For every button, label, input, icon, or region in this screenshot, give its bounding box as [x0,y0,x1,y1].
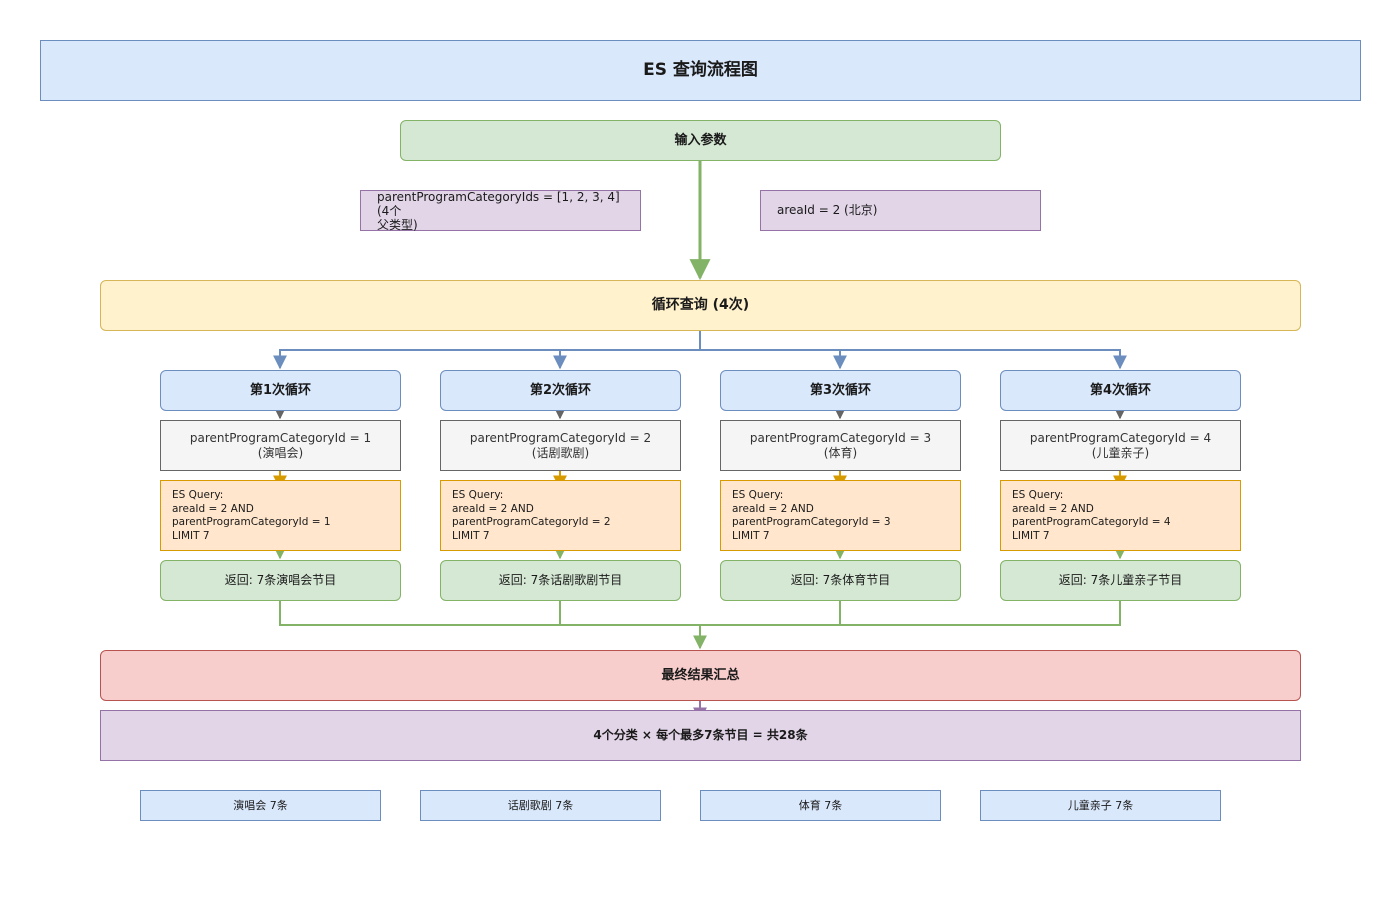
iteration-3-result: 返回: 7条体育节目 [720,560,961,601]
iteration-2-result: 返回: 7条话剧歌剧节目 [440,560,681,601]
result-merge-connectors [279,600,1121,650]
iteration-2-es-query: ES Query: areaId = 2 AND parentProgramCa… [440,480,681,551]
iteration-to-param-arrows [273,405,1127,420]
query-to-result-arrows [273,540,1127,560]
param-category-ids: parentProgramCategoryIds = [1, 2, 3, 4] … [360,190,641,232]
category-chip-concert: 演唱会 7条 [140,790,381,821]
category-chip-kids: 儿童亲子 7条 [980,790,1221,821]
iteration-3-node: 第3次循环 [720,370,961,411]
param-to-query-arrows [273,460,1127,490]
loop-branch-connectors [273,330,1127,370]
iteration-4-es-query: ES Query: areaId = 2 AND parentProgramCa… [1000,480,1241,551]
input-params-node: 输入参数 [400,120,1001,161]
category-chip-drama: 话剧歌剧 7条 [420,790,661,821]
iteration-2-node: 第2次循环 [440,370,681,411]
iteration-4-param: parentProgramCategoryId = 4 (儿童亲子) [1000,420,1241,471]
iteration-4-node: 第4次循环 [1000,370,1241,411]
category-chip-sports: 体育 7条 [700,790,941,821]
final-result-node: 最终结果汇总 [100,650,1301,701]
diagram-title: ES 查询流程图 [40,40,1361,101]
loop-query-node: 循环查询 (4次) [100,280,1301,331]
iteration-2-param: parentProgramCategoryId = 2 (话剧歌剧) [440,420,681,471]
iteration-1-node: 第1次循环 [160,370,401,411]
final-summary: 4个分类 × 每个最多7条节目 = 共28条 [100,710,1301,761]
param-area-id: areaId = 2 (北京) [760,190,1041,231]
iteration-3-param: parentProgramCategoryId = 3 (体育) [720,420,961,471]
iteration-3-es-query: ES Query: areaId = 2 AND parentProgramCa… [720,480,961,551]
iteration-4-result: 返回: 7条儿童亲子节目 [1000,560,1241,601]
iteration-1-result: 返回: 7条演唱会节目 [160,560,401,601]
iteration-1-es-query: ES Query: areaId = 2 AND parentProgramCa… [160,480,401,551]
iteration-1-param: parentProgramCategoryId = 1 (演唱会) [160,420,401,471]
